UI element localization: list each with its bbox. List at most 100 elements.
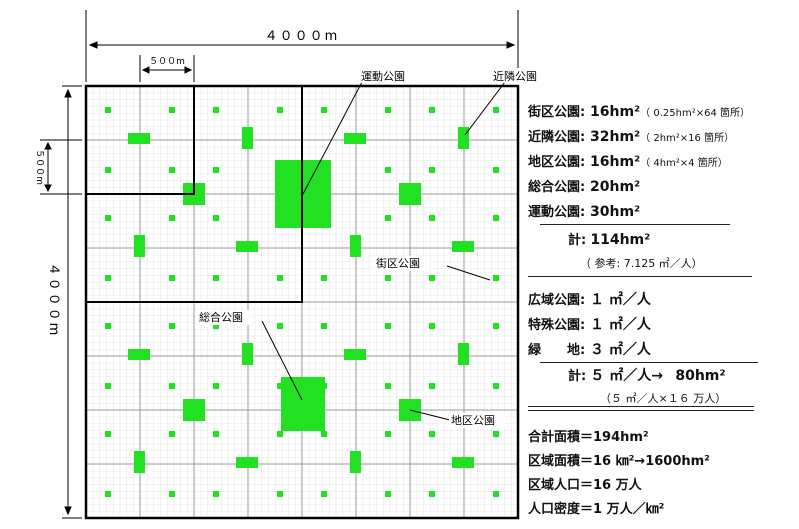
block-park	[213, 383, 219, 389]
area-frame	[84, 84, 520, 520]
total-height-label: ４０００m	[46, 263, 61, 338]
block-park	[277, 107, 283, 113]
neighborhood-park	[128, 133, 150, 144]
neighborhood-park	[128, 349, 150, 360]
neighborhood-park	[344, 133, 366, 144]
block-park	[169, 491, 175, 497]
neighborhood-park	[458, 127, 469, 149]
block-park	[385, 491, 391, 497]
block-park	[429, 431, 435, 437]
general-park-callout: 総合公園	[199, 310, 243, 324]
total-width-label: ４０００m	[265, 29, 340, 44]
block-park	[321, 323, 327, 329]
neighborhood-park	[458, 343, 469, 365]
block-park	[385, 323, 391, 329]
block-park	[321, 491, 327, 497]
block-park	[493, 383, 499, 389]
subtotal2-note: （５ ㎡／人×１６ 万人）	[600, 392, 727, 405]
double-divider	[528, 406, 754, 411]
district-park-callout: 地区公園	[451, 414, 495, 427]
general-park	[281, 377, 325, 431]
neighborhood-park	[134, 235, 145, 257]
block-park	[213, 431, 219, 437]
block-park	[321, 275, 327, 281]
neighborhood-park	[134, 451, 145, 473]
neighborhood-park	[452, 241, 474, 252]
block-park	[169, 383, 175, 389]
block-park	[213, 167, 219, 173]
block-park	[213, 275, 219, 281]
block-park	[105, 107, 111, 113]
divider	[528, 276, 752, 277]
summary-region-area: 区域面積＝16 ㎞²→1600hm²	[528, 454, 710, 469]
block-park	[385, 383, 391, 389]
park-row: 地区公園:16hm²（ 4hm²×4 箇所）	[528, 154, 728, 170]
callout-leaders	[261, 81, 506, 421]
park-row: 運動公園:30hm²	[528, 204, 641, 220]
summary-population: 区域人口＝16 万人	[528, 478, 642, 493]
block-park	[105, 431, 111, 437]
block-park	[321, 107, 327, 113]
regional-row: 広域公園:１ ㎡／人	[528, 292, 651, 308]
block-park	[493, 323, 499, 329]
block-park	[277, 431, 283, 437]
block-park	[277, 323, 283, 329]
block-park	[105, 215, 111, 221]
sports-park-callout: 運動公園	[361, 69, 405, 83]
neighborhood-park	[350, 451, 361, 473]
block-park	[105, 275, 111, 281]
block-park	[105, 167, 111, 173]
block-park	[385, 275, 391, 281]
block-park	[169, 431, 175, 437]
district-park	[183, 399, 205, 421]
block-park	[493, 215, 499, 221]
neighborhood-park	[242, 343, 253, 365]
block-park	[493, 275, 499, 281]
regional-row: 特殊公園:１ ㎡／人	[528, 317, 651, 333]
block-park	[385, 431, 391, 437]
block-park	[213, 323, 219, 329]
park-row: 近隣公園:32hm²（ 2hm²×16 箇所）	[528, 129, 735, 145]
neighborhood-park	[242, 127, 253, 149]
block-park	[213, 215, 219, 221]
block-park	[321, 431, 327, 437]
dimension-lines	[40, 10, 519, 519]
block-park	[493, 491, 499, 497]
neighborhood-park-callout: 近隣公園	[493, 69, 537, 83]
block-park	[169, 323, 175, 329]
block-park	[493, 107, 499, 113]
neighborhood-park	[236, 241, 258, 252]
block-park	[385, 107, 391, 113]
block-park	[429, 323, 435, 329]
callout-labels: 運動公園 近隣公園 街区公園 総合公園 地区公園	[196, 68, 546, 428]
summary-total-area: 合計面積＝194hm²	[528, 430, 649, 445]
park-row: 街区公園:16hm²（ 0.25hm²×64 箇所）	[528, 104, 750, 120]
neighborhood-park	[452, 457, 474, 468]
summary-density: 人口密度＝1 万人／㎞²	[528, 502, 665, 517]
block-park	[169, 215, 175, 221]
block-park	[105, 491, 111, 497]
divider	[540, 362, 758, 363]
block-park	[213, 107, 219, 113]
block-park	[429, 215, 435, 221]
park-row: 総合公園:20hm²	[528, 179, 641, 195]
neighborhood-park	[236, 457, 258, 468]
subtotal2-row: 計: ５ ㎡／人→ 80hm²	[568, 368, 726, 384]
divider	[540, 224, 730, 225]
block-height-label: ５００m	[34, 149, 44, 185]
block-park	[493, 167, 499, 173]
reference-note: （ 参考: 7.125 ㎡／人）	[580, 257, 703, 270]
block-width-label: ５００m	[149, 57, 185, 67]
block-park	[105, 383, 111, 389]
block-park	[277, 275, 283, 281]
neighborhood-park	[350, 235, 361, 257]
block-park	[385, 167, 391, 173]
block-park	[105, 323, 111, 329]
block-park	[385, 215, 391, 221]
block-park	[429, 275, 435, 281]
block-park	[169, 167, 175, 173]
block-park	[169, 107, 175, 113]
district-park	[399, 183, 421, 205]
regional-row: 緑 地:３ ㎡／人	[528, 342, 651, 358]
